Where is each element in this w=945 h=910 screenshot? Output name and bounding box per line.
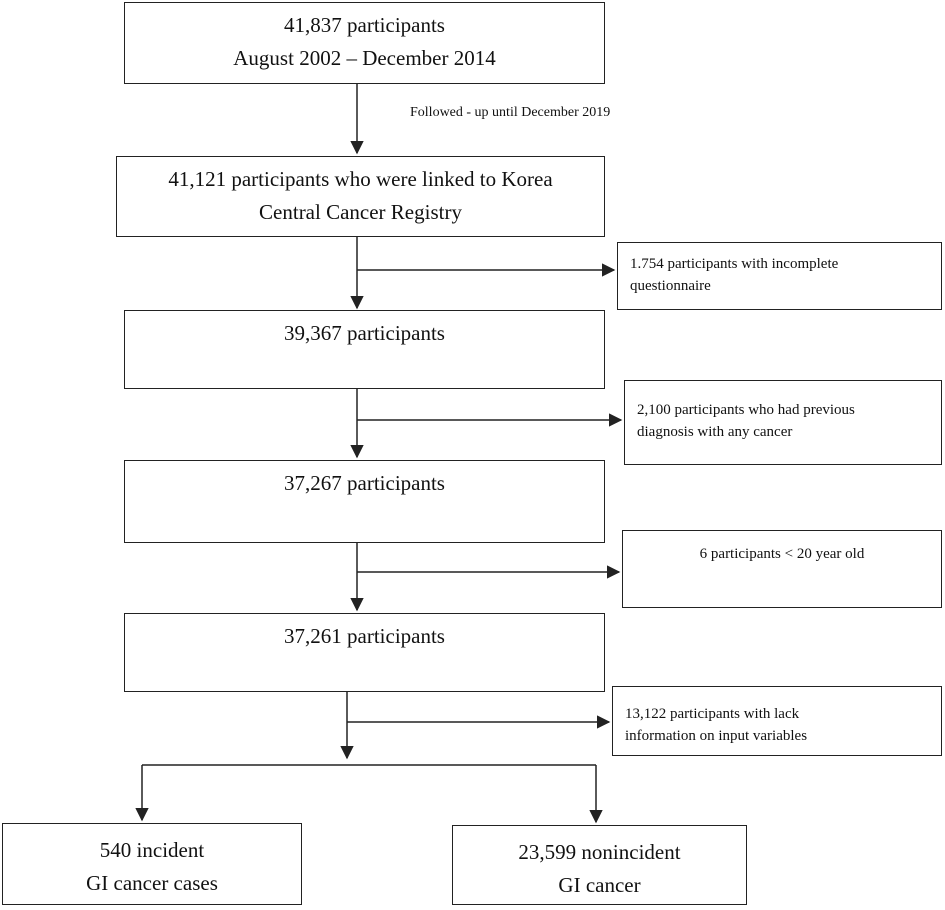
- box-37261-participants: 37,261 participants: [124, 613, 605, 692]
- box-excluded-incomplete-questionnaire: 1.754 participants with incomplete quest…: [617, 242, 942, 310]
- excl-missing-line-1: 13,122 participants with lack: [625, 706, 800, 722]
- excl-questionnaire-line-2: questionnaire: [630, 278, 711, 294]
- box-excluded-missing-variables: 13,122 participants with lack informatio…: [612, 686, 942, 756]
- box-39367-participants: 39,367 participants: [124, 310, 605, 389]
- nonincident-line-2: GI cancer: [558, 873, 641, 897]
- excl-missing-line-2: information on input variables: [625, 728, 808, 744]
- box-37267-participants: 37,267 participants: [124, 460, 605, 543]
- nonincident-line-1: 23,599 nonincident: [518, 840, 681, 864]
- excl-questionnaire-line-1: 1.754 participants with incomplete: [630, 256, 839, 272]
- enrolled-count: 41,837 participants: [284, 13, 445, 37]
- box-excluded-previous-cancer: 2,100 participants who had previous diag…: [624, 380, 942, 465]
- enrolled-period: August 2002 – December 2014: [233, 46, 496, 70]
- box-linked-participants: 41,121 participants who were linked to K…: [116, 156, 605, 237]
- count-39367: 39,367 participants: [284, 321, 445, 345]
- excl-previous-line-1: 2,100 participants who had previous: [637, 402, 855, 418]
- box-enrolled-participants: 41,837 participants August 2002 – Decemb…: [124, 2, 605, 84]
- linked-line-1: 41,121 participants who were linked to K…: [168, 167, 553, 191]
- excl-age-line-1: 6 participants < 20 year old: [699, 546, 865, 562]
- followup-note: Followed - up until December 2019: [410, 105, 611, 120]
- box-excluded-age: 6 participants < 20 year old: [622, 530, 942, 608]
- excl-previous-line-2: diagnosis with any cancer: [637, 424, 793, 440]
- linked-line-2: Central Cancer Registry: [259, 200, 462, 224]
- box-incident-gi-cancer: 540 incident GI cancer cases: [2, 823, 302, 905]
- incident-line-2: GI cancer cases: [86, 871, 218, 895]
- count-37267: 37,267 participants: [284, 471, 445, 495]
- count-37261: 37,261 participants: [284, 624, 445, 648]
- incident-line-1: 540 incident: [99, 838, 205, 862]
- box-nonincident-gi-cancer: 23,599 nonincident GI cancer: [452, 825, 747, 905]
